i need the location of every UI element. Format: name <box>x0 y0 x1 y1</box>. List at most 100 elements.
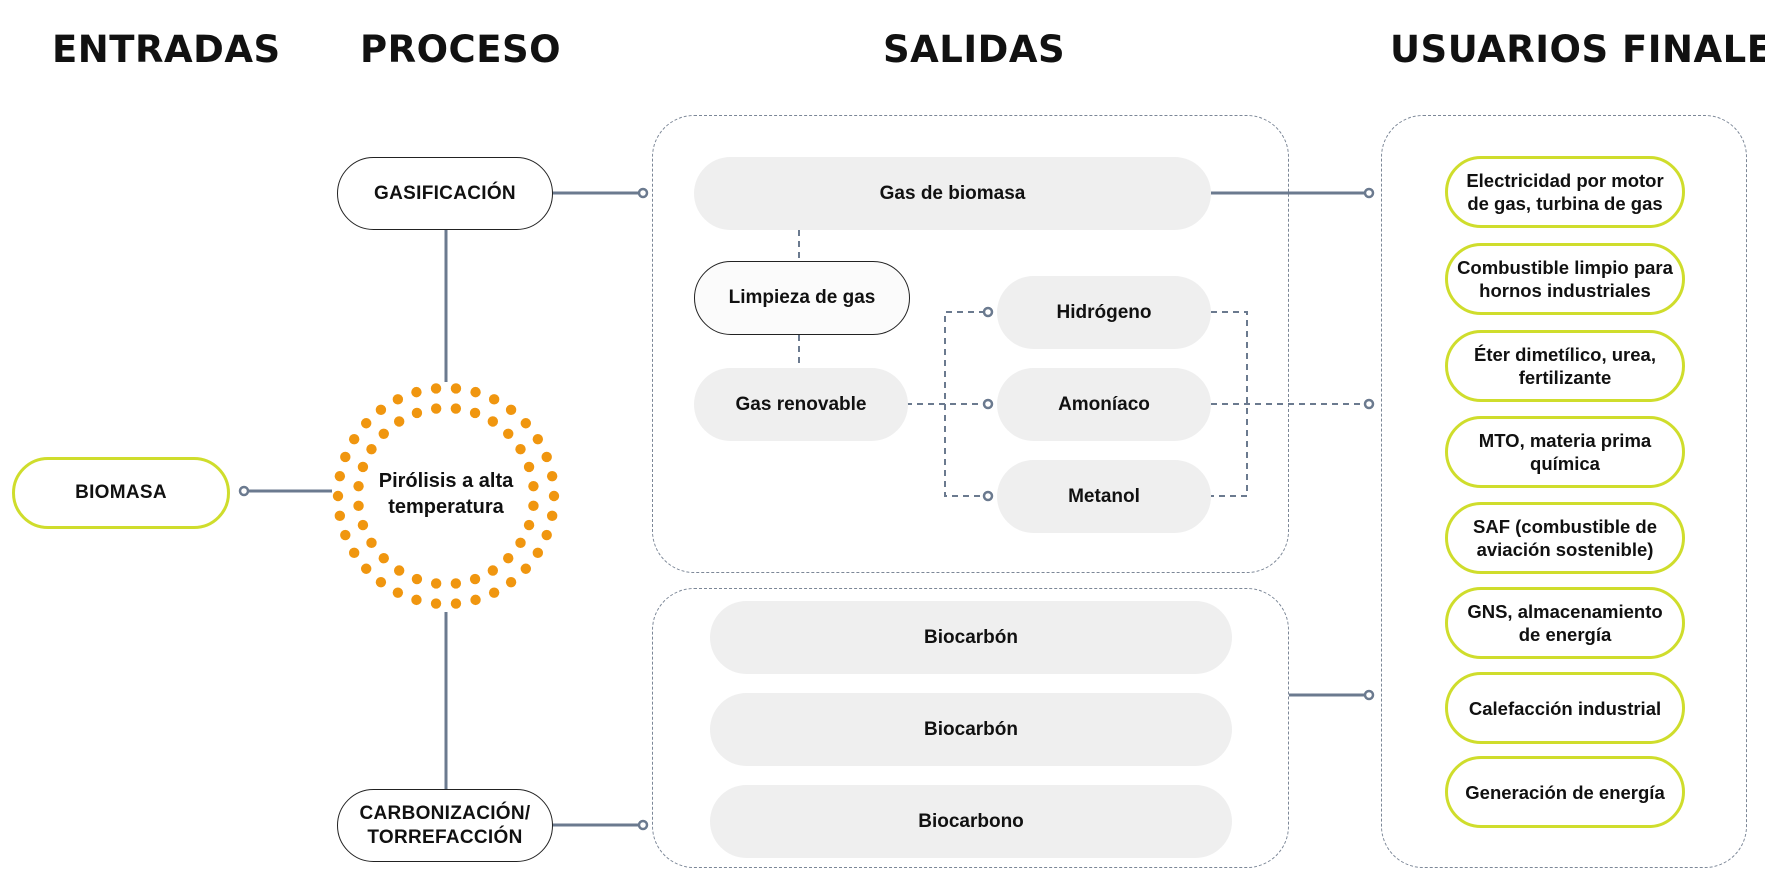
connector-node <box>637 187 649 199</box>
output-renewable-gas-label: Gas renovable <box>735 393 867 415</box>
pyrolysis-dot <box>340 529 351 541</box>
output-methanol[interactable]: Metanol <box>997 460 1211 533</box>
pyrolysis-dot <box>503 428 514 439</box>
pyrolysis-dot <box>515 443 526 455</box>
process-gasification[interactable]: GASIFICACIÓN <box>337 157 553 230</box>
pyrolysis-dot <box>520 563 532 574</box>
pyrolysis-dot <box>515 537 526 549</box>
output-gas-cleaning[interactable]: Limpieza de gas <box>694 261 910 335</box>
output-solid-item[interactable]: Biocarbón <box>710 601 1232 674</box>
pyrolysis-dot <box>357 461 369 473</box>
pyrolysis-dot <box>548 490 560 502</box>
pyrolysis-dot <box>392 394 404 405</box>
connector-node <box>1363 187 1375 199</box>
pyrolysis-dot <box>393 416 405 427</box>
column-title-end-users: USUARIOS FINALES <box>1390 28 1765 71</box>
end-user-item[interactable]: Electricidad por motor de gas, turbina d… <box>1445 156 1685 228</box>
process-carbonization-label-1: CARBONIZACIÓN/ <box>359 802 531 824</box>
output-ammonia-label: Amoníaco <box>1058 393 1150 415</box>
pyrolysis-dot <box>546 510 558 522</box>
pyrolysis-dot <box>411 594 422 606</box>
input-biomass-label: BIOMASA <box>75 482 167 503</box>
pyrolysis-dot <box>532 433 544 445</box>
input-biomass[interactable]: BIOMASA <box>12 457 230 529</box>
pyrolysis-dot <box>450 598 462 609</box>
pyrolysis-dot <box>487 565 499 576</box>
pyrolysis-dot <box>334 470 346 482</box>
pyrolysis-dot <box>378 553 389 564</box>
connector-node <box>238 485 250 497</box>
column-title-inputs: ENTRADAS <box>52 28 281 71</box>
end-user-item[interactable]: Éter dimetílico, urea, fertilizante <box>1445 330 1685 402</box>
output-solid-item-label: Biocarbón <box>924 626 1018 648</box>
pyrolysis-dot <box>353 480 364 492</box>
pyrolysis-dot <box>353 500 364 512</box>
output-solid-item[interactable]: Biocarbón <box>710 693 1232 766</box>
output-hydrogen[interactable]: Hidrógeno <box>997 276 1211 349</box>
end-user-label: SAF (combustible de aviación sostenible) <box>1473 516 1657 560</box>
pyrolysis-dot <box>430 578 442 589</box>
output-methanol-label: Metanol <box>1068 485 1140 507</box>
process-pyrolysis[interactable]: Pirólisis a alta temperatura <box>366 468 526 520</box>
pyrolysis-dot <box>532 547 544 559</box>
pyrolysis-dot <box>541 529 552 541</box>
process-carbonization-label-2: TORREFACCIÓN <box>367 826 523 848</box>
pyrolysis-dot <box>366 537 377 549</box>
solid-outputs-group <box>652 588 1289 868</box>
output-gas-cleaning-label: Limpieza de gas <box>728 287 876 308</box>
process-pyrolysis-label: Pirólisis a alta temperatura <box>378 470 514 518</box>
pyrolysis-dot <box>469 407 481 419</box>
pyrolysis-dot <box>375 404 387 416</box>
end-user-item[interactable]: Combustible limpio para hornos industria… <box>1445 243 1685 315</box>
end-user-label: Combustible limpio para hornos industria… <box>1457 257 1673 301</box>
pyrolysis-dot <box>340 451 351 463</box>
process-carbonization[interactable]: CARBONIZACIÓN/ TORREFACCIÓN <box>337 789 553 862</box>
pyrolysis-dot <box>348 547 360 559</box>
output-renewable-gas[interactable]: Gas renovable <box>694 368 908 441</box>
connector-node <box>1363 398 1375 410</box>
end-user-label: Generación de energía <box>1465 781 1665 803</box>
pyrolysis-dot <box>450 403 462 414</box>
pyrolysis-dot <box>430 403 442 414</box>
gas-outputs-group <box>652 115 1289 573</box>
pyrolysis-dot <box>520 418 532 429</box>
end-user-label: GNS, almacenamiento de energía <box>1467 601 1663 645</box>
column-title-process: PROCESO <box>360 28 562 71</box>
pyrolysis-dot <box>505 404 517 416</box>
output-biomass-gas[interactable]: Gas de biomasa <box>694 157 1211 230</box>
pyrolysis-dot <box>334 510 346 522</box>
pyrolysis-dot <box>378 428 389 439</box>
pyrolysis-dot <box>523 519 535 531</box>
end-user-item[interactable]: SAF (combustible de aviación sostenible) <box>1445 502 1685 574</box>
pyrolysis-dot <box>450 383 462 394</box>
column-title-outputs: SALIDAS <box>883 28 1066 71</box>
end-user-label: Electricidad por motor de gas, turbina d… <box>1466 170 1664 214</box>
pyrolysis-dot <box>488 394 500 405</box>
pyrolysis-dot <box>393 565 405 576</box>
pyrolysis-dot <box>332 490 344 502</box>
pyrolysis-dot <box>392 587 404 598</box>
end-users-group <box>1381 115 1747 868</box>
end-user-item[interactable]: MTO, materia prima química <box>1445 416 1685 488</box>
end-user-item[interactable]: GNS, almacenamiento de energía <box>1445 587 1685 659</box>
output-solid-item[interactable]: Biocarbono <box>710 785 1232 858</box>
pyrolysis-dot <box>487 416 499 427</box>
output-biomass-gas-label: Gas de biomasa <box>879 182 1026 204</box>
pyrolysis-dot <box>357 519 369 531</box>
pyrolysis-dot <box>411 407 423 419</box>
end-user-item[interactable]: Calefacción industrial <box>1445 672 1685 744</box>
pyrolysis-dot <box>541 451 552 463</box>
output-ammonia[interactable]: Amoníaco <box>997 368 1211 441</box>
output-hydrogen-label: Hidrógeno <box>1056 301 1152 323</box>
pyrolysis-dot <box>450 578 462 589</box>
pyrolysis-dot <box>470 594 481 606</box>
output-solid-item-label: Biocarbono <box>918 810 1024 832</box>
end-user-item[interactable]: Generación de energía <box>1445 756 1685 828</box>
pyrolysis-dot <box>546 470 558 482</box>
end-user-label: MTO, materia prima química <box>1478 430 1652 474</box>
pyrolysis-dot <box>430 598 442 609</box>
pyrolysis-dot <box>360 563 372 574</box>
pyrolysis-dot <box>411 573 423 585</box>
pyrolysis-dot <box>366 443 377 455</box>
pyrolysis-dot <box>503 553 514 564</box>
